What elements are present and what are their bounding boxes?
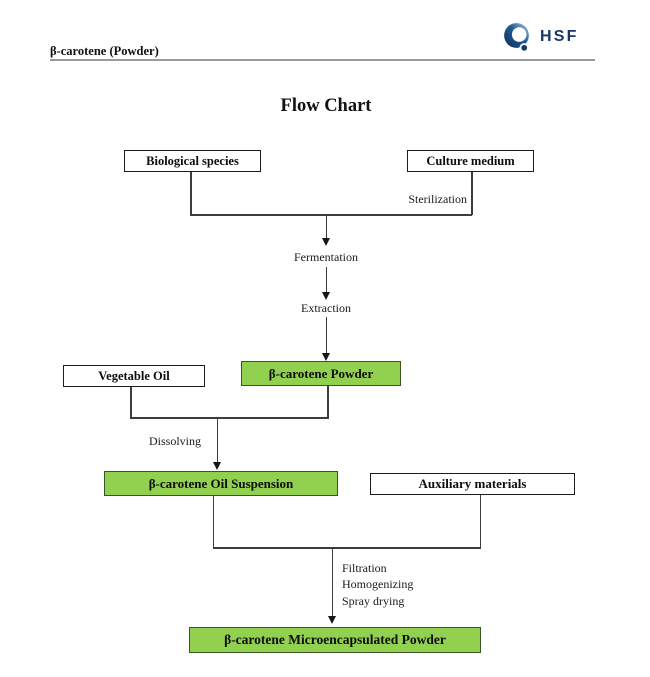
connector-line xyxy=(325,215,327,238)
connector-line xyxy=(471,172,473,215)
node-culture-medium: Culture medium xyxy=(407,150,534,172)
connector-line xyxy=(190,214,472,216)
connector-line xyxy=(216,418,218,462)
node-beta-carotene-microencapsulated-powder: β-carotene Microencapsulated Powder xyxy=(189,627,481,653)
node-vegetable-oil: Vegetable Oil xyxy=(63,365,205,387)
logo-dot xyxy=(521,44,528,51)
arrowhead-down-icon xyxy=(212,462,221,470)
node-beta-carotene-powder: β-carotene Powder xyxy=(241,361,401,386)
label-homogenizing: Homogenizing xyxy=(342,577,414,591)
connector-line xyxy=(325,267,327,292)
node-biological-species: Biological species xyxy=(124,150,261,172)
node-beta-carotene-oil-suspension: β-carotene Oil Suspension xyxy=(104,471,338,496)
connector-line xyxy=(327,386,329,418)
label-sterilization: Sterilization xyxy=(408,192,467,206)
label-extraction: Extraction xyxy=(301,301,351,315)
label-spray-drying: Spray drying xyxy=(342,594,405,608)
connector-line xyxy=(130,387,132,418)
connector-line xyxy=(212,496,214,548)
label-fermentation: Fermentation xyxy=(294,250,358,264)
connector-line xyxy=(325,317,327,353)
connector-line xyxy=(213,547,481,549)
node-auxiliary-materials: Auxiliary materials xyxy=(370,473,575,495)
hsf-logo-text: HSF xyxy=(540,28,579,45)
header-rule xyxy=(50,59,595,61)
hsf-logo-icon xyxy=(504,23,529,53)
connector-line xyxy=(190,172,192,215)
arrowhead-down-icon xyxy=(321,353,330,361)
page-title: Flow Chart xyxy=(280,96,372,116)
arrowhead-down-icon xyxy=(321,292,330,300)
arrowhead-down-icon xyxy=(327,616,336,624)
label-filtration: Filtration xyxy=(342,561,387,575)
connector-line xyxy=(331,548,333,616)
document-title: β-carotene (Powder) xyxy=(50,44,159,58)
connector-line xyxy=(479,495,481,548)
arrowhead-down-icon xyxy=(321,238,330,246)
connector-line xyxy=(130,417,329,419)
label-dissolving: Dissolving xyxy=(148,434,201,448)
